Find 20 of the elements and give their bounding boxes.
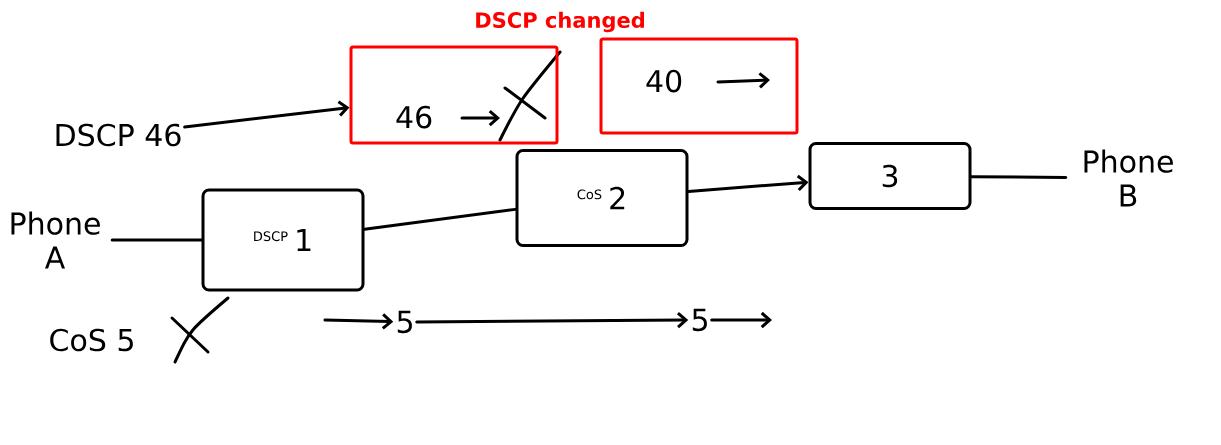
handwritten-label: DSCP 46 [56,123,181,147]
highlight-box: 46 [349,45,559,145]
connector [323,313,394,330]
connector [710,311,772,329]
handwritten-label: 5 [397,310,412,334]
highlight-box: 40 [599,37,799,135]
connector [363,207,517,231]
connector [110,238,203,242]
title: DSCP changed [473,10,647,34]
handwritten-label: Phone A [11,211,100,269]
connector [415,312,689,329]
connector [687,174,809,193]
handwritten-label: 5 [692,308,707,332]
handwritten-label: Phone B [1084,149,1173,207]
connector [183,100,350,129]
connector [970,175,1068,179]
handwritten-label: CoS 5 [50,328,133,352]
switch-box: 3 [808,142,972,210]
switch-box: CoS 2 [515,149,689,247]
switch-box: DSCP 1 [201,188,365,292]
